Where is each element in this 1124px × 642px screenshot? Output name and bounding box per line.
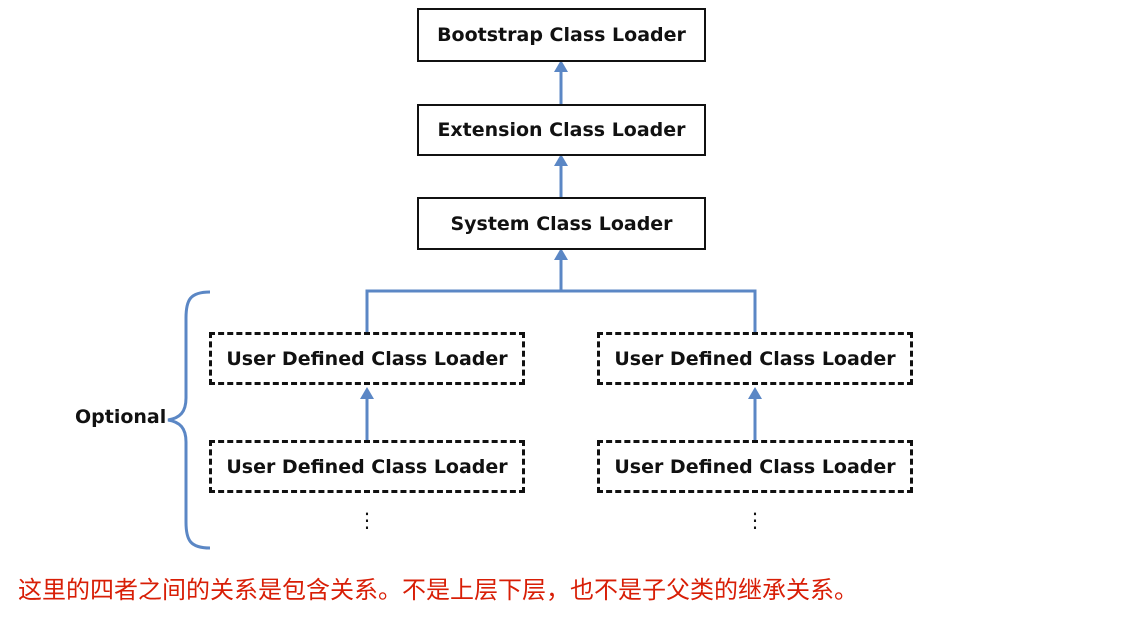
optional-label: Optional [75,406,167,428]
system-class-loader-box: System Class Loader [417,197,706,250]
arrowhead-user-left-top [360,387,374,399]
ellipsis-left: ⋮ [357,508,377,532]
user-defined-label: User Defined Class Loader [226,347,508,370]
optional-brace [167,290,211,550]
extension-class-loader-box: Extension Class Loader [417,104,706,156]
arrowhead-system [554,248,568,260]
arrowhead-user-right-top [748,387,762,399]
user-defined-class-loader-left-top: User Defined Class Loader [209,332,525,385]
system-class-loader-label: System Class Loader [450,212,673,235]
user-defined-class-loader-left-bottom: User Defined Class Loader [209,440,525,493]
arrowhead-extension [554,154,568,166]
user-defined-label: User Defined Class Loader [614,347,896,370]
user-defined-label: User Defined Class Loader [226,455,508,478]
arrow-user-right-to-system [561,289,757,332]
arrow-user-left-to-system [365,289,561,332]
bootstrap-class-loader-label: Bootstrap Class Loader [437,24,686,46]
bootstrap-class-loader-box: Bootstrap Class Loader [417,8,706,62]
ellipsis-right: ⋮ [745,508,765,532]
user-defined-class-loader-right-bottom: User Defined Class Loader [597,440,913,493]
arrowhead-bootstrap [554,60,568,72]
user-defined-label: User Defined Class Loader [614,455,896,478]
caption-text: 这里的四者之间的关系是包含关系。不是上层下层，也不是子父类的继承关系。 [18,576,858,604]
user-defined-class-loader-right-top: User Defined Class Loader [597,332,913,385]
extension-class-loader-label: Extension Class Loader [437,119,686,141]
